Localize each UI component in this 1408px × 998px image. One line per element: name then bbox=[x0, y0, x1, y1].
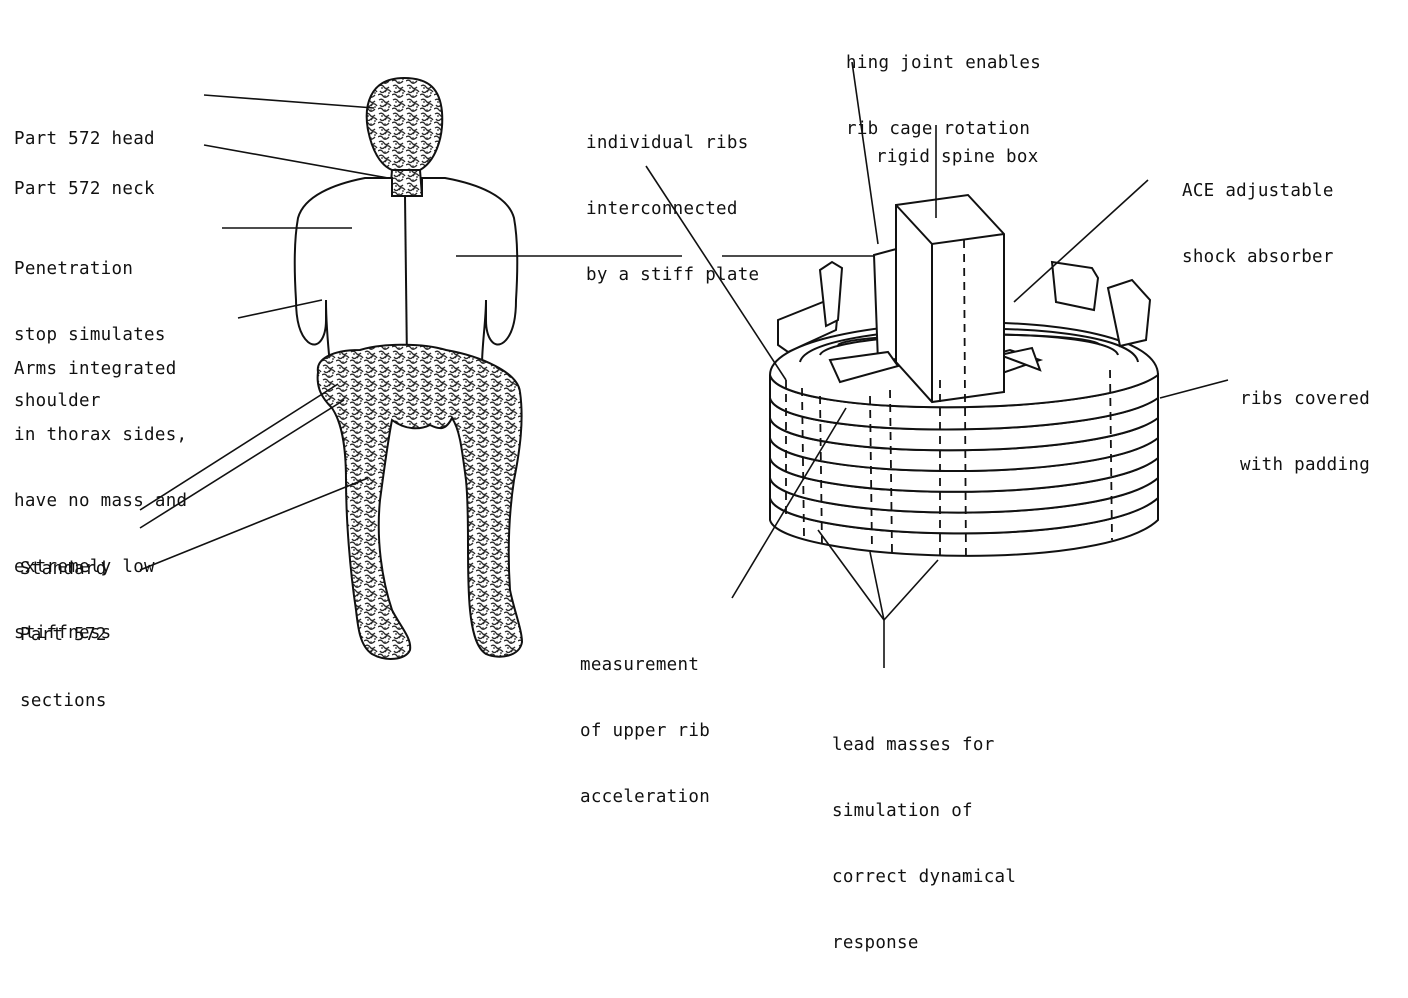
label-measurement: measurement of upper rib acceleration bbox=[580, 610, 710, 852]
label-line: acceleration bbox=[580, 786, 710, 808]
label-line: in thorax sides, bbox=[14, 424, 187, 446]
label-line: measurement bbox=[580, 654, 710, 676]
label-line: ACE adjustable bbox=[1182, 180, 1334, 202]
label-line: interconnected bbox=[586, 198, 759, 220]
label-line: rigid spine box bbox=[876, 146, 1039, 168]
label-line: individual ribs bbox=[586, 132, 759, 154]
label-line: Penetration bbox=[14, 258, 166, 280]
label-line: hing joint enables bbox=[846, 52, 1041, 74]
dummy-head bbox=[367, 78, 443, 170]
label-line: correct dynamical bbox=[832, 866, 1016, 888]
label-line: Part 572 neck bbox=[14, 178, 155, 200]
label-lead-masses: lead masses for simulation of correct dy… bbox=[832, 690, 1016, 998]
label-line: simulation of bbox=[832, 800, 1016, 822]
label-line: sections bbox=[20, 690, 107, 712]
label-shock-absorber: ACE adjustable shock absorber bbox=[1182, 136, 1334, 312]
label-line: lead masses for bbox=[832, 734, 1016, 756]
dummy-legs bbox=[318, 345, 522, 659]
label-line: Arms integrated bbox=[14, 358, 187, 380]
label-line: Standard bbox=[20, 558, 107, 580]
label-line: with padding bbox=[1240, 454, 1370, 476]
label-standard-sections: Standard Part 572 sections bbox=[20, 514, 107, 756]
label-line: response bbox=[832, 932, 1016, 954]
label-line: shock absorber bbox=[1182, 246, 1334, 268]
label-line: by a stiff plate bbox=[586, 264, 759, 286]
diagram-canvas: Part 572 head Part 572 neck Penetration … bbox=[0, 0, 1408, 783]
label-line: Part 572 bbox=[20, 624, 107, 646]
label-line: have no mass and bbox=[14, 490, 187, 512]
label-line: of upper rib bbox=[580, 720, 710, 742]
label-individual-ribs: individual ribs interconnected by a stif… bbox=[586, 88, 759, 330]
label-rigid-spine: rigid spine box bbox=[876, 102, 1039, 212]
dummy-neck bbox=[390, 170, 422, 196]
label-line: ribs covered bbox=[1240, 388, 1370, 410]
rib-cage bbox=[770, 195, 1158, 556]
dummy-figure bbox=[295, 78, 522, 659]
label-ribs-padding: ribs covered with padding bbox=[1240, 344, 1370, 520]
spine-box bbox=[896, 195, 1004, 402]
